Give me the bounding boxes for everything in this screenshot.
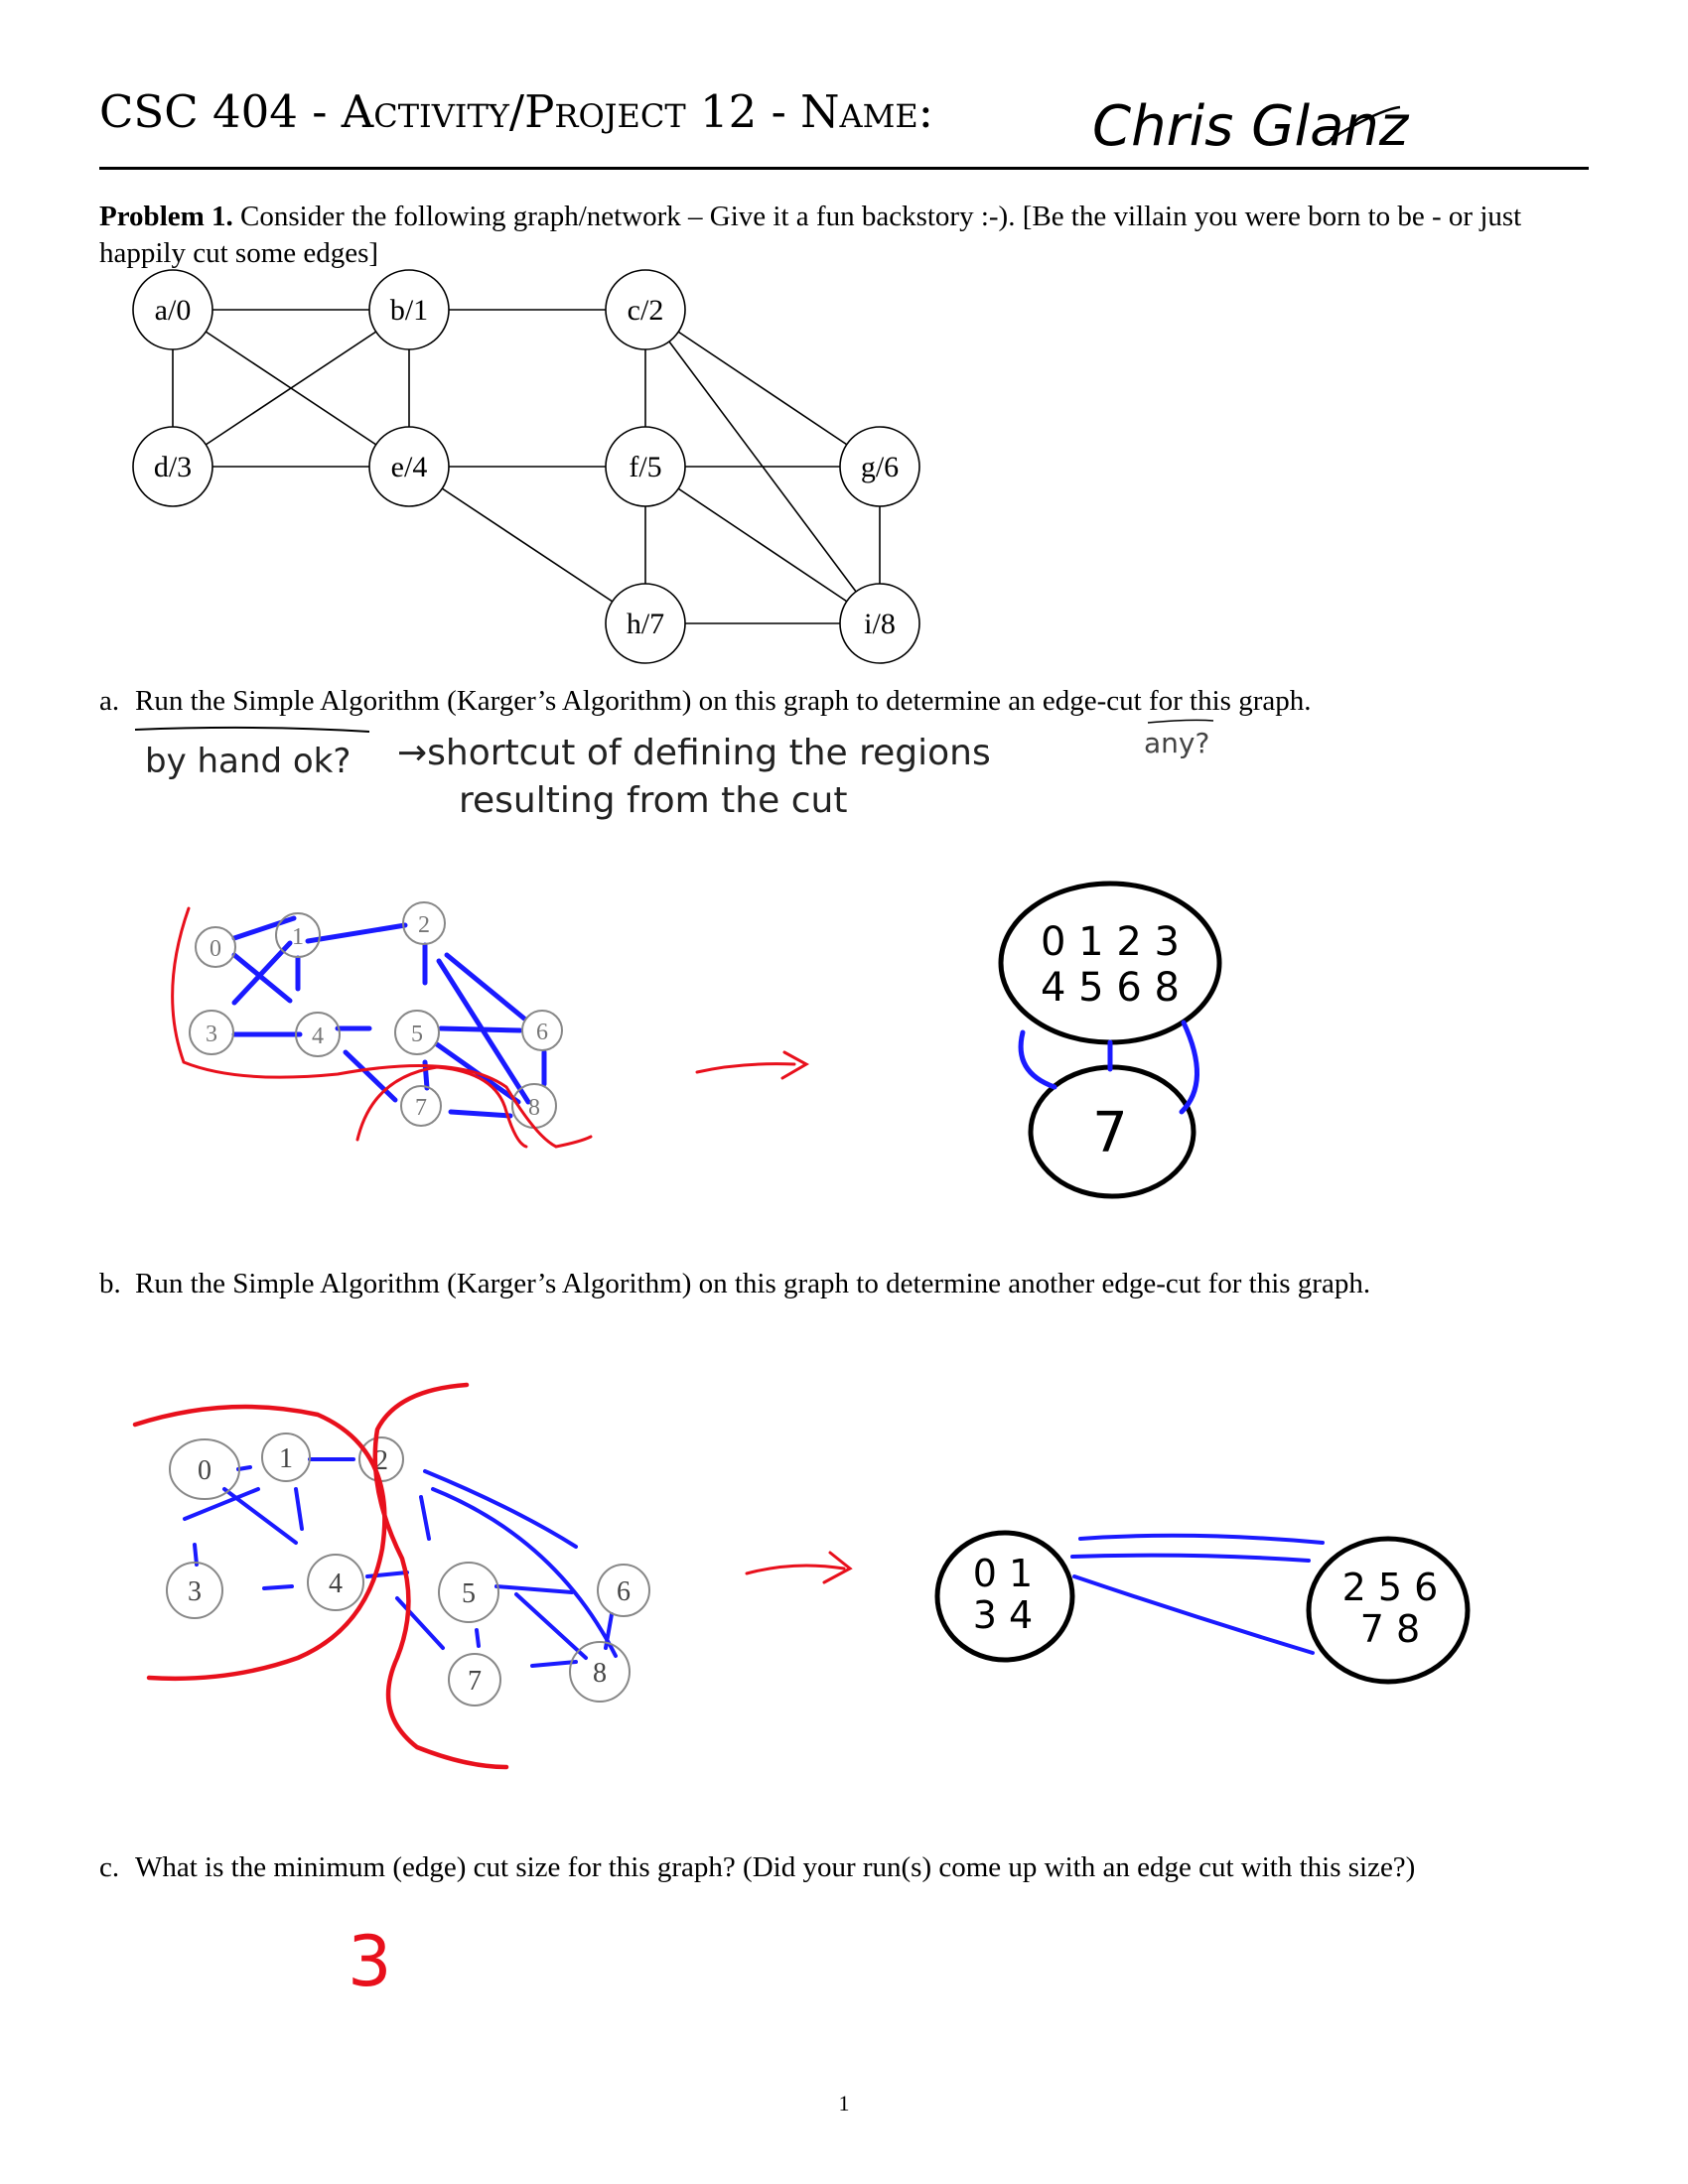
sketch-node [169,1438,240,1500]
svg-text:e/4: e/4 [391,451,428,483]
edge-b-d [172,309,410,468]
activity-title: Activity/Project 12 [341,85,758,138]
note-shortcut: →shortcut of defining the regions [397,733,991,773]
sketch-node [189,1010,234,1055]
sketch-node [569,1641,631,1703]
svg-text:5: 5 [411,1022,423,1047]
svg-text:h/7: h/7 [627,608,664,640]
problem-text: Consider the following graph/network – G… [99,201,1522,269]
svg-text:6: 6 [617,1576,631,1607]
note-by-hand: by hand ok? [145,742,351,781]
svg-text:4: 4 [312,1024,324,1049]
part-a-text: Run the Simple Algorithm (Karger’s Algor… [135,685,1312,717]
svg-text:5: 5 [462,1578,476,1609]
sketch-node [597,1564,650,1617]
sketch-node [307,1554,364,1611]
part-c-question: c. What is the minimum (edge) cut size fo… [99,1849,1589,1886]
part-c-answer: 3 [348,1921,392,2002]
student-name: Chris Glanzer [1092,94,1410,159]
svg-text:1: 1 [279,1443,293,1474]
graph-node: b/1 [368,269,450,350]
sketch-node [402,901,446,945]
graph-nodes: a/0 b/1 c/2 d/3 e/4 f/5 g/6 h/7 i/8 [132,269,920,664]
sketch-node [275,912,321,958]
graph-node: i/8 [839,583,920,664]
svg-text:0 1 2 3: 0 1 2 3 [1041,919,1180,965]
title-separator: - [312,85,328,138]
sketch-node [521,1010,563,1051]
svg-text:1: 1 [292,924,304,950]
part-b-question: b. Run the Simple Algorithm (Karger’s Alg… [99,1266,1589,1302]
svg-text:6: 6 [536,1020,548,1045]
svg-text:7: 7 [415,1095,427,1121]
header-rule [99,167,1589,170]
svg-text:c/2: c/2 [628,294,664,327]
svg-text:2 5 6: 2 5 6 [1342,1566,1439,1609]
graph-diagram: a/0 b/1 c/2 d/3 e/4 f/5 g/6 h/7 i/8 [132,269,920,664]
course-code: CSC 404 [99,85,298,138]
svg-text:0 1: 0 1 [973,1552,1033,1595]
svg-text:8: 8 [593,1658,607,1689]
graph-node: c/2 [605,269,686,350]
part-a-question: a. Run the Simple Algorithm (Karger’s Alg… [99,683,1589,720]
sketch-node [195,926,236,968]
problem-label: Problem 1. [99,201,233,232]
edge-e-h [408,466,646,624]
part-a-handwriting: by hand ok? →shortcut of defining the re… [134,719,1222,1199]
svg-text:d/3: d/3 [154,451,192,483]
edge-c-g [644,309,881,468]
svg-text:0: 0 [210,936,221,962]
graph-edges [172,309,881,624]
part-c-letter: c. [99,1851,120,1883]
svg-text:7: 7 [468,1666,482,1697]
sketch-node [400,1085,442,1127]
svg-text:3: 3 [206,1022,217,1047]
svg-text:4: 4 [329,1569,343,1599]
svg-text:b/1: b/1 [390,294,428,327]
title-separator: - [771,85,786,138]
part-b-handwriting: 0 1 2 3 4 5 6 7 8 0 1 3 4 2 5 6 7 8 [132,1382,1471,1770]
page-title: CSC 404 - Activity/Project 12 - Name: [99,85,933,138]
graph-node: h/7 [605,583,686,664]
svg-text:7 8: 7 8 [1360,1607,1420,1651]
part-a-letter: a. [99,685,120,717]
sketch-node [394,1010,440,1055]
svg-text:8: 8 [528,1095,540,1121]
sketch-node [166,1562,223,1619]
part-c-answer-ink: 3 [348,1921,392,2002]
part-b-text: Run the Simple Algorithm (Karger’s Algor… [135,1268,1371,1299]
svg-text:i/8: i/8 [864,608,896,640]
graph-node: g/6 [839,426,920,507]
graph-node: d/3 [132,426,213,507]
svg-text:3: 3 [188,1576,202,1607]
svg-text:0: 0 [198,1455,211,1486]
page-number: 1 [838,2091,850,2116]
svg-text:2: 2 [418,912,430,938]
sketch-node [448,1653,501,1706]
sketch-node [261,1433,311,1482]
svg-text:7: 7 [1092,1101,1128,1165]
svg-text:2: 2 [374,1445,388,1476]
student-name-signature: Chris Glanzer [1092,94,1410,159]
graph-node: f/5 [605,426,686,507]
supernode-left [934,1530,1075,1663]
svg-text:f/5: f/5 [629,451,661,483]
part-c-text: What is the minimum (edge) cut size for … [135,1851,1416,1883]
sketch-node [438,1562,499,1623]
svg-text:a/0: a/0 [155,294,192,327]
svg-text:g/6: g/6 [861,451,899,483]
name-label: Name: [800,85,933,138]
svg-text:4 5 6 8: 4 5 6 8 [1041,965,1180,1011]
part-b-letter: b. [99,1268,121,1299]
sketch-node [295,1012,341,1057]
note-regions: resulting from the cut [459,780,847,821]
note-any: any? [1144,727,1209,759]
graph-node: e/4 [368,426,450,507]
problem-statement: Problem 1. Consider the following graph/… [99,199,1589,272]
edge-f-i [644,466,881,624]
graph-node: a/0 [132,269,213,350]
svg-text:3 4: 3 4 [973,1593,1033,1637]
supernode-right [1306,1536,1471,1685]
